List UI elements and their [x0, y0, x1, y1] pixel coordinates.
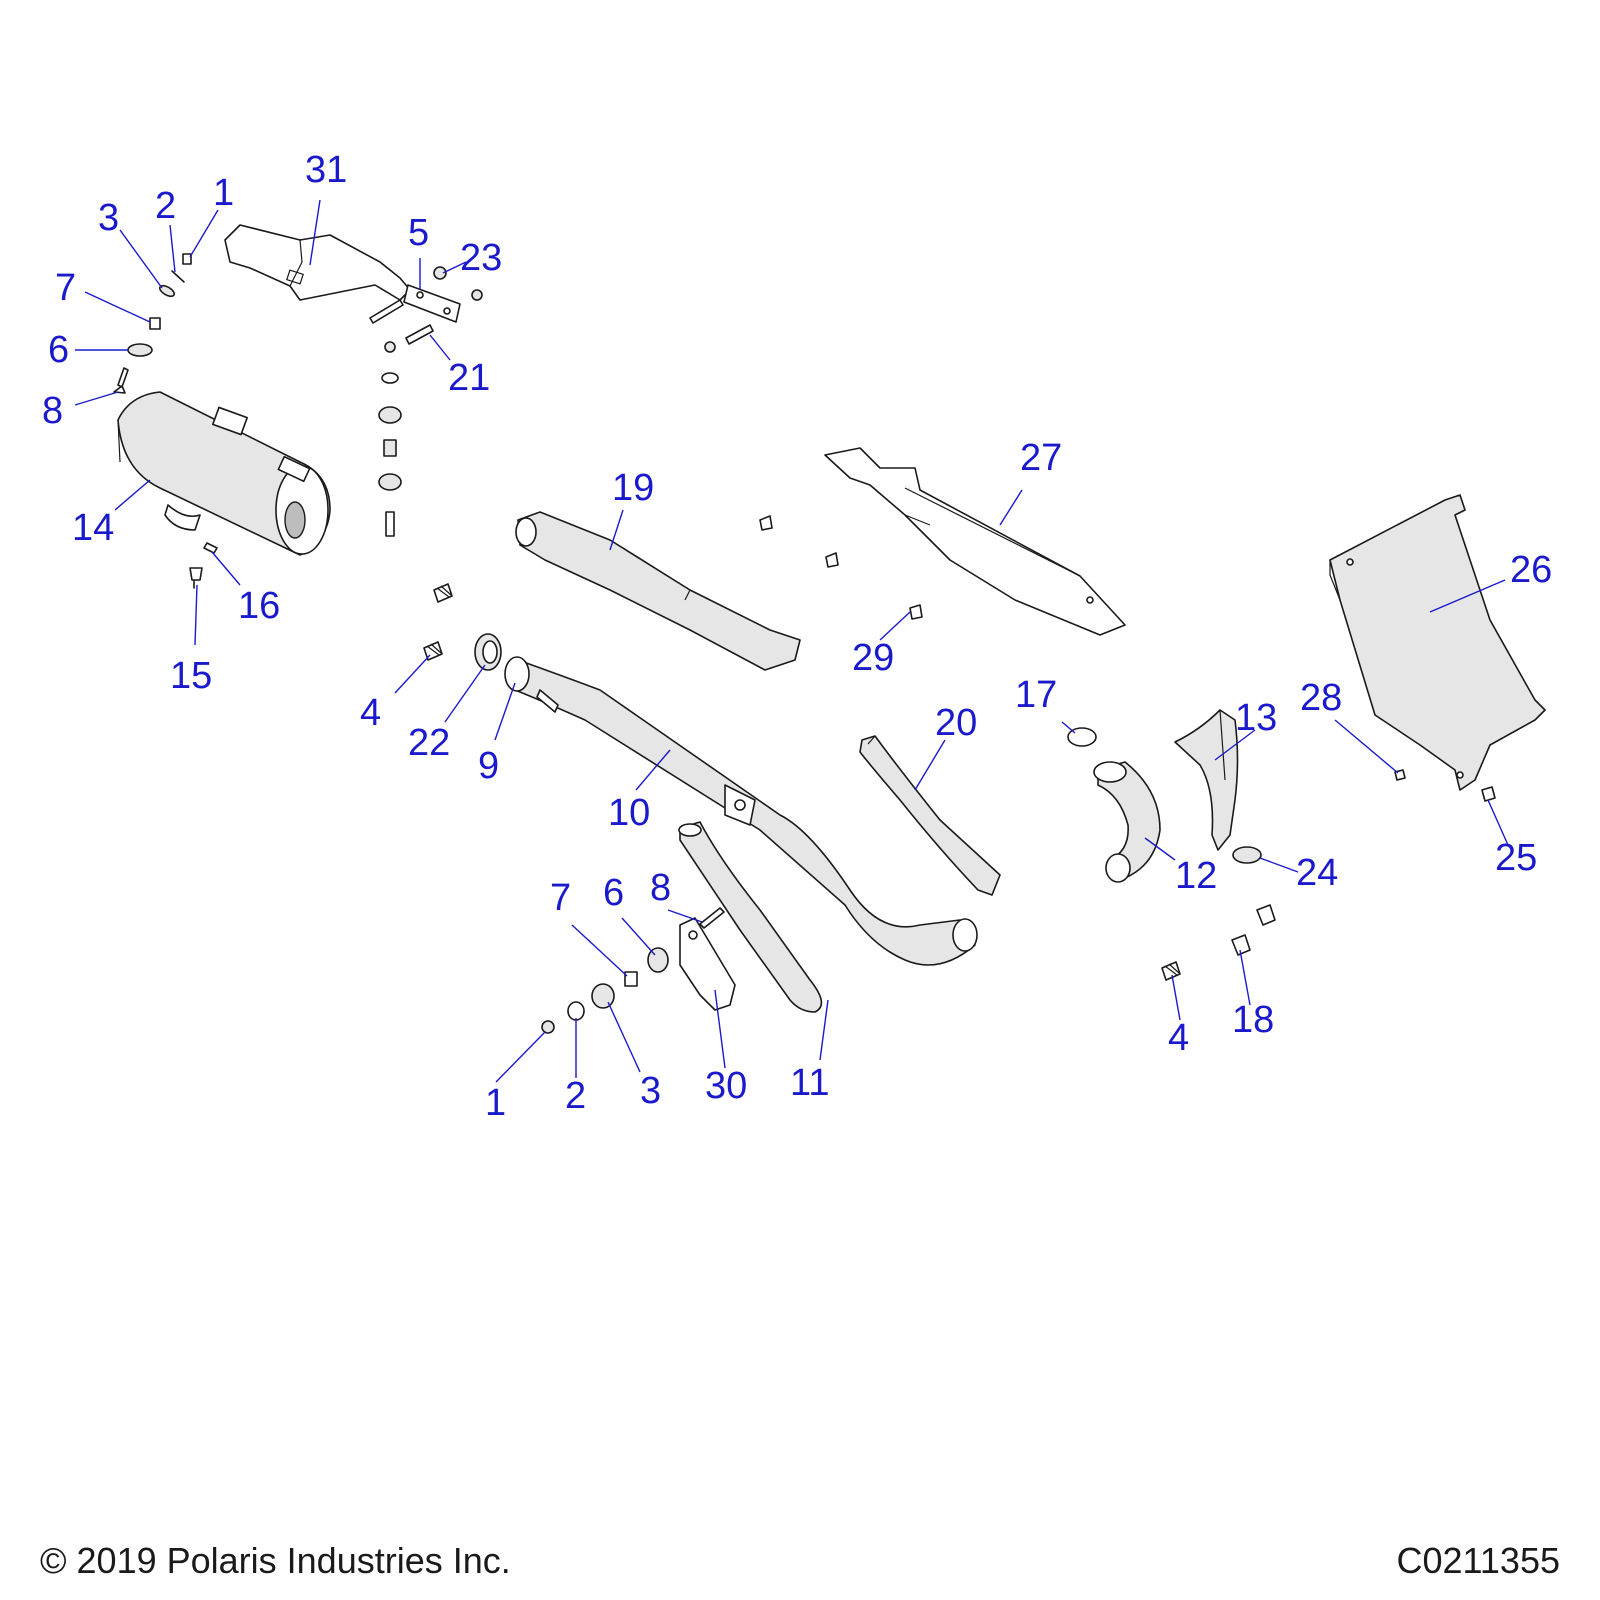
- plug-15: [189, 567, 203, 589]
- callout-labels: 31 1 2 3 7 6 8 14 16 15 5 23 21 19 27 26…: [42, 149, 1552, 1124]
- callout-3-lower: 3: [640, 1070, 661, 1112]
- callout-17: 17: [1015, 674, 1057, 716]
- grommet-3-lower: [591, 983, 615, 1009]
- callout-5: 5: [408, 212, 429, 254]
- bolt-8-upper: [113, 367, 129, 394]
- bolt-18b: [1256, 904, 1276, 926]
- callout-10: 10: [608, 792, 650, 834]
- nut-1-lower: [541, 1020, 555, 1034]
- callout-31: 31: [305, 149, 347, 191]
- drawing-number: C0211355: [1396, 1540, 1560, 1581]
- callout-6-upper: 6: [48, 329, 69, 371]
- callout-16: 16: [238, 585, 280, 627]
- callout-8-upper: 8: [42, 390, 63, 432]
- copyright-notice: © 2019 Polaris Industries Inc.: [40, 1540, 511, 1581]
- screw-27a: [759, 515, 773, 531]
- callout-1-lower: 1: [485, 1082, 506, 1124]
- callout-19: 19: [612, 467, 654, 509]
- callout-27: 27: [1020, 437, 1062, 479]
- clamp-24: [1232, 846, 1262, 864]
- spring-4-mid: [423, 641, 443, 661]
- grommet-6-upper: [127, 343, 153, 357]
- nut-23: [433, 266, 447, 280]
- spring-4-lower: [1161, 961, 1181, 981]
- callout-30: 30: [705, 1065, 747, 1107]
- leader-lines: [74, 199, 1509, 1083]
- spring-4-upper: [433, 583, 453, 603]
- hardware-upper-left: [113, 253, 192, 394]
- callout-28: 28: [1300, 677, 1342, 719]
- callout-18: 18: [1232, 999, 1274, 1041]
- callout-11: 11: [790, 1062, 829, 1104]
- bolt-18a: [1231, 934, 1251, 956]
- bolt-8-lower: [699, 907, 725, 929]
- washer-2-lower: [567, 1001, 585, 1021]
- callout-15: 15: [170, 655, 212, 697]
- callout-2-upper: 2: [155, 185, 176, 227]
- callout-29: 29: [852, 637, 894, 679]
- heat-shield-19: [515, 511, 801, 671]
- grommet-3-upper: [158, 284, 176, 298]
- clip-25: [1481, 786, 1496, 802]
- callout-7-lower: 7: [550, 877, 571, 919]
- callout-8-lower: 8: [650, 867, 671, 909]
- bolt-upper-mount: [369, 299, 404, 324]
- heat-shield-26: [1329, 494, 1546, 791]
- callout-26: 26: [1510, 549, 1552, 591]
- heat-shield-27: [824, 447, 1126, 636]
- screw-29: [909, 604, 923, 620]
- callout-22: 22: [408, 722, 450, 764]
- callout-21: 21: [448, 357, 490, 399]
- bracket-5: [403, 284, 461, 323]
- callout-3-upper: 3: [98, 197, 119, 239]
- callout-13: 13: [1235, 697, 1277, 739]
- head-pipe-10: [504, 656, 978, 966]
- heat-shield-31: [224, 224, 411, 301]
- bushing-7-lower: [624, 971, 638, 987]
- callout-14: 14: [72, 507, 114, 549]
- bushing-7-upper: [149, 317, 161, 330]
- callout-6-lower: 6: [603, 872, 624, 914]
- screw-27b: [825, 552, 839, 568]
- callout-9: 9: [478, 745, 499, 787]
- callout-23: 23: [460, 237, 502, 279]
- callout-4-mid: 4: [360, 692, 381, 734]
- grommet-6-lower: [647, 947, 669, 973]
- callout-20: 20: [935, 702, 977, 744]
- heat-shield-13: [1174, 709, 1239, 851]
- muffler-14: [117, 391, 331, 556]
- elbow-pipe-12: [1093, 761, 1161, 883]
- spring-16: [203, 542, 218, 554]
- callout-2-lower: 2: [565, 1075, 586, 1117]
- callout-1-upper: 1: [213, 172, 234, 214]
- mount-hardware: [369, 266, 483, 537]
- nut-1-upper: [182, 253, 192, 265]
- washer-2-upper: [171, 270, 185, 283]
- callout-25: 25: [1495, 837, 1537, 879]
- callout-24: 24: [1296, 852, 1338, 894]
- tailpipe-11: [678, 821, 823, 1013]
- bracket-30: [679, 917, 736, 1011]
- bolt-21: [405, 324, 434, 345]
- callout-4-lower: 4: [1168, 1017, 1189, 1059]
- callout-12: 12: [1175, 855, 1217, 897]
- heat-shield-20: [859, 735, 1001, 896]
- callout-7-upper: 7: [55, 267, 76, 309]
